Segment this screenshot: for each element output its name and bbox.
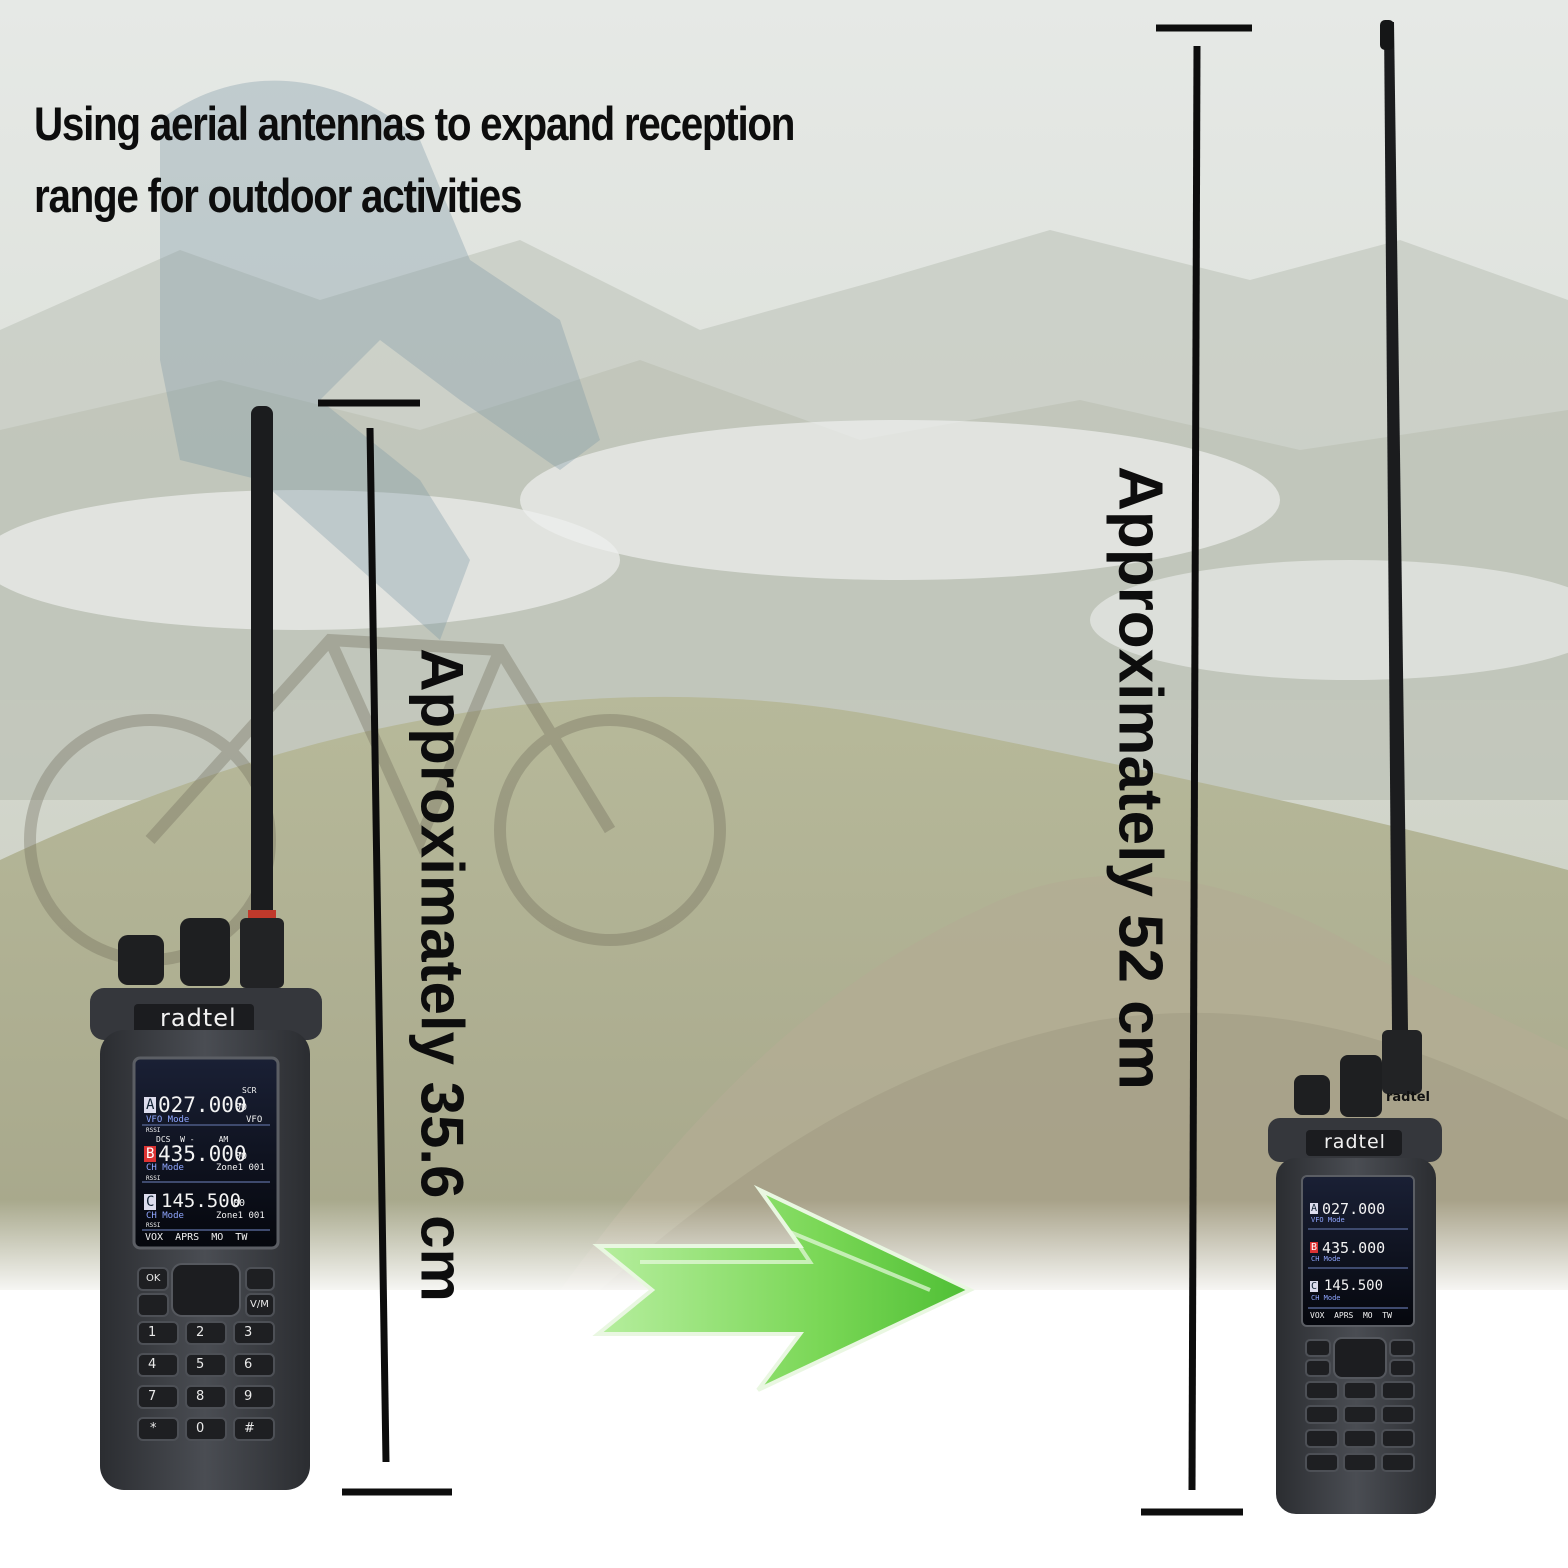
rssi-label-c: RSSI [146,1222,161,1229]
right-channel-c-mode: CH Mode [1311,1294,1341,1302]
right-channel-a-frequency: 027.000 [1322,1200,1386,1218]
key-hash: # [244,1421,255,1436]
key-5: 5 [196,1357,205,1372]
headline-line-2: range for outdoor activities [34,169,522,222]
key-9: 9 [244,1389,253,1404]
key-2: 2 [196,1325,205,1340]
headline-line-1: Using aerial antennas to expand receptio… [34,97,796,150]
channel-b-flags: DCS W - AM [156,1135,229,1144]
key-1: 1 [148,1325,157,1340]
key-vm: V/M [250,1299,269,1310]
upgrade-arrow-icon [592,1184,975,1392]
short-measurement-bar [318,399,452,1496]
channel-b-tag: Zone1 001 [216,1163,265,1173]
right-channel-b-mode: CH Mode [1311,1255,1341,1263]
long-antenna-length-label: Approximately 52 cm [1105,466,1175,1090]
channel-a-mode: VFO Mode [146,1115,190,1125]
right-channel-a-letter: A [1310,1203,1319,1214]
key-star: * [150,1421,157,1436]
radio-long-antenna [1268,20,1442,1514]
key-7: 7 [148,1389,157,1404]
channel-c-mode: CH Mode [146,1211,184,1221]
key-0: 0 [196,1421,205,1436]
key-ok: OK [146,1273,161,1284]
status-bar: VOX APRS MO TW [145,1232,248,1243]
key-4: 4 [148,1357,157,1372]
channel-a-frequency: 027.000 [158,1093,247,1117]
channel-a-tag: VFO [246,1115,263,1125]
key-3: 3 [244,1325,253,1340]
channel-c-letter: C [144,1194,157,1210]
channel-b-frequency: 435.000 [158,1142,247,1166]
long-measurement-bar [1141,24,1252,1516]
channel-c-sub: 00 [233,1198,246,1209]
radio-short-antenna [90,406,322,1490]
key-8: 8 [196,1389,205,1404]
channel-b-sub: 00 [235,1151,248,1162]
channel-a-sub: 00 [235,1102,248,1113]
screen-top-tag: SCR [242,1086,257,1095]
radio-brand-right-top: radtel [1386,1090,1430,1105]
key-6: 6 [244,1357,253,1372]
channel-a-letter: A [144,1097,157,1113]
channel-c-tag: Zone1 001 [216,1211,265,1221]
right-channel-a-mode: VFO Mode [1311,1216,1345,1224]
channel-b-letter: B [144,1146,157,1162]
channel-b-mode: CH Mode [146,1163,184,1173]
right-channel-b-frequency: 435.000 [1322,1239,1386,1257]
headline: Using aerial antennas to expand receptio… [34,88,808,232]
right-channel-c-frequency: 145.500 [1324,1278,1384,1294]
radio-brand-right: radtel [1324,1131,1386,1153]
short-antenna-length-label: Approximately 35.6 cm [408,648,476,1302]
rssi-label-a: RSSI [146,1127,161,1134]
right-channel-c-letter: C [1310,1281,1319,1292]
rssi-label-b: RSSI [146,1175,161,1182]
right-status-bar: VOX APRS MO TW [1310,1311,1392,1320]
radio-brand-left: radtel [160,1004,237,1032]
right-channel-b-letter: B [1310,1242,1319,1253]
channel-c-frequency: 145.500 [161,1190,242,1212]
